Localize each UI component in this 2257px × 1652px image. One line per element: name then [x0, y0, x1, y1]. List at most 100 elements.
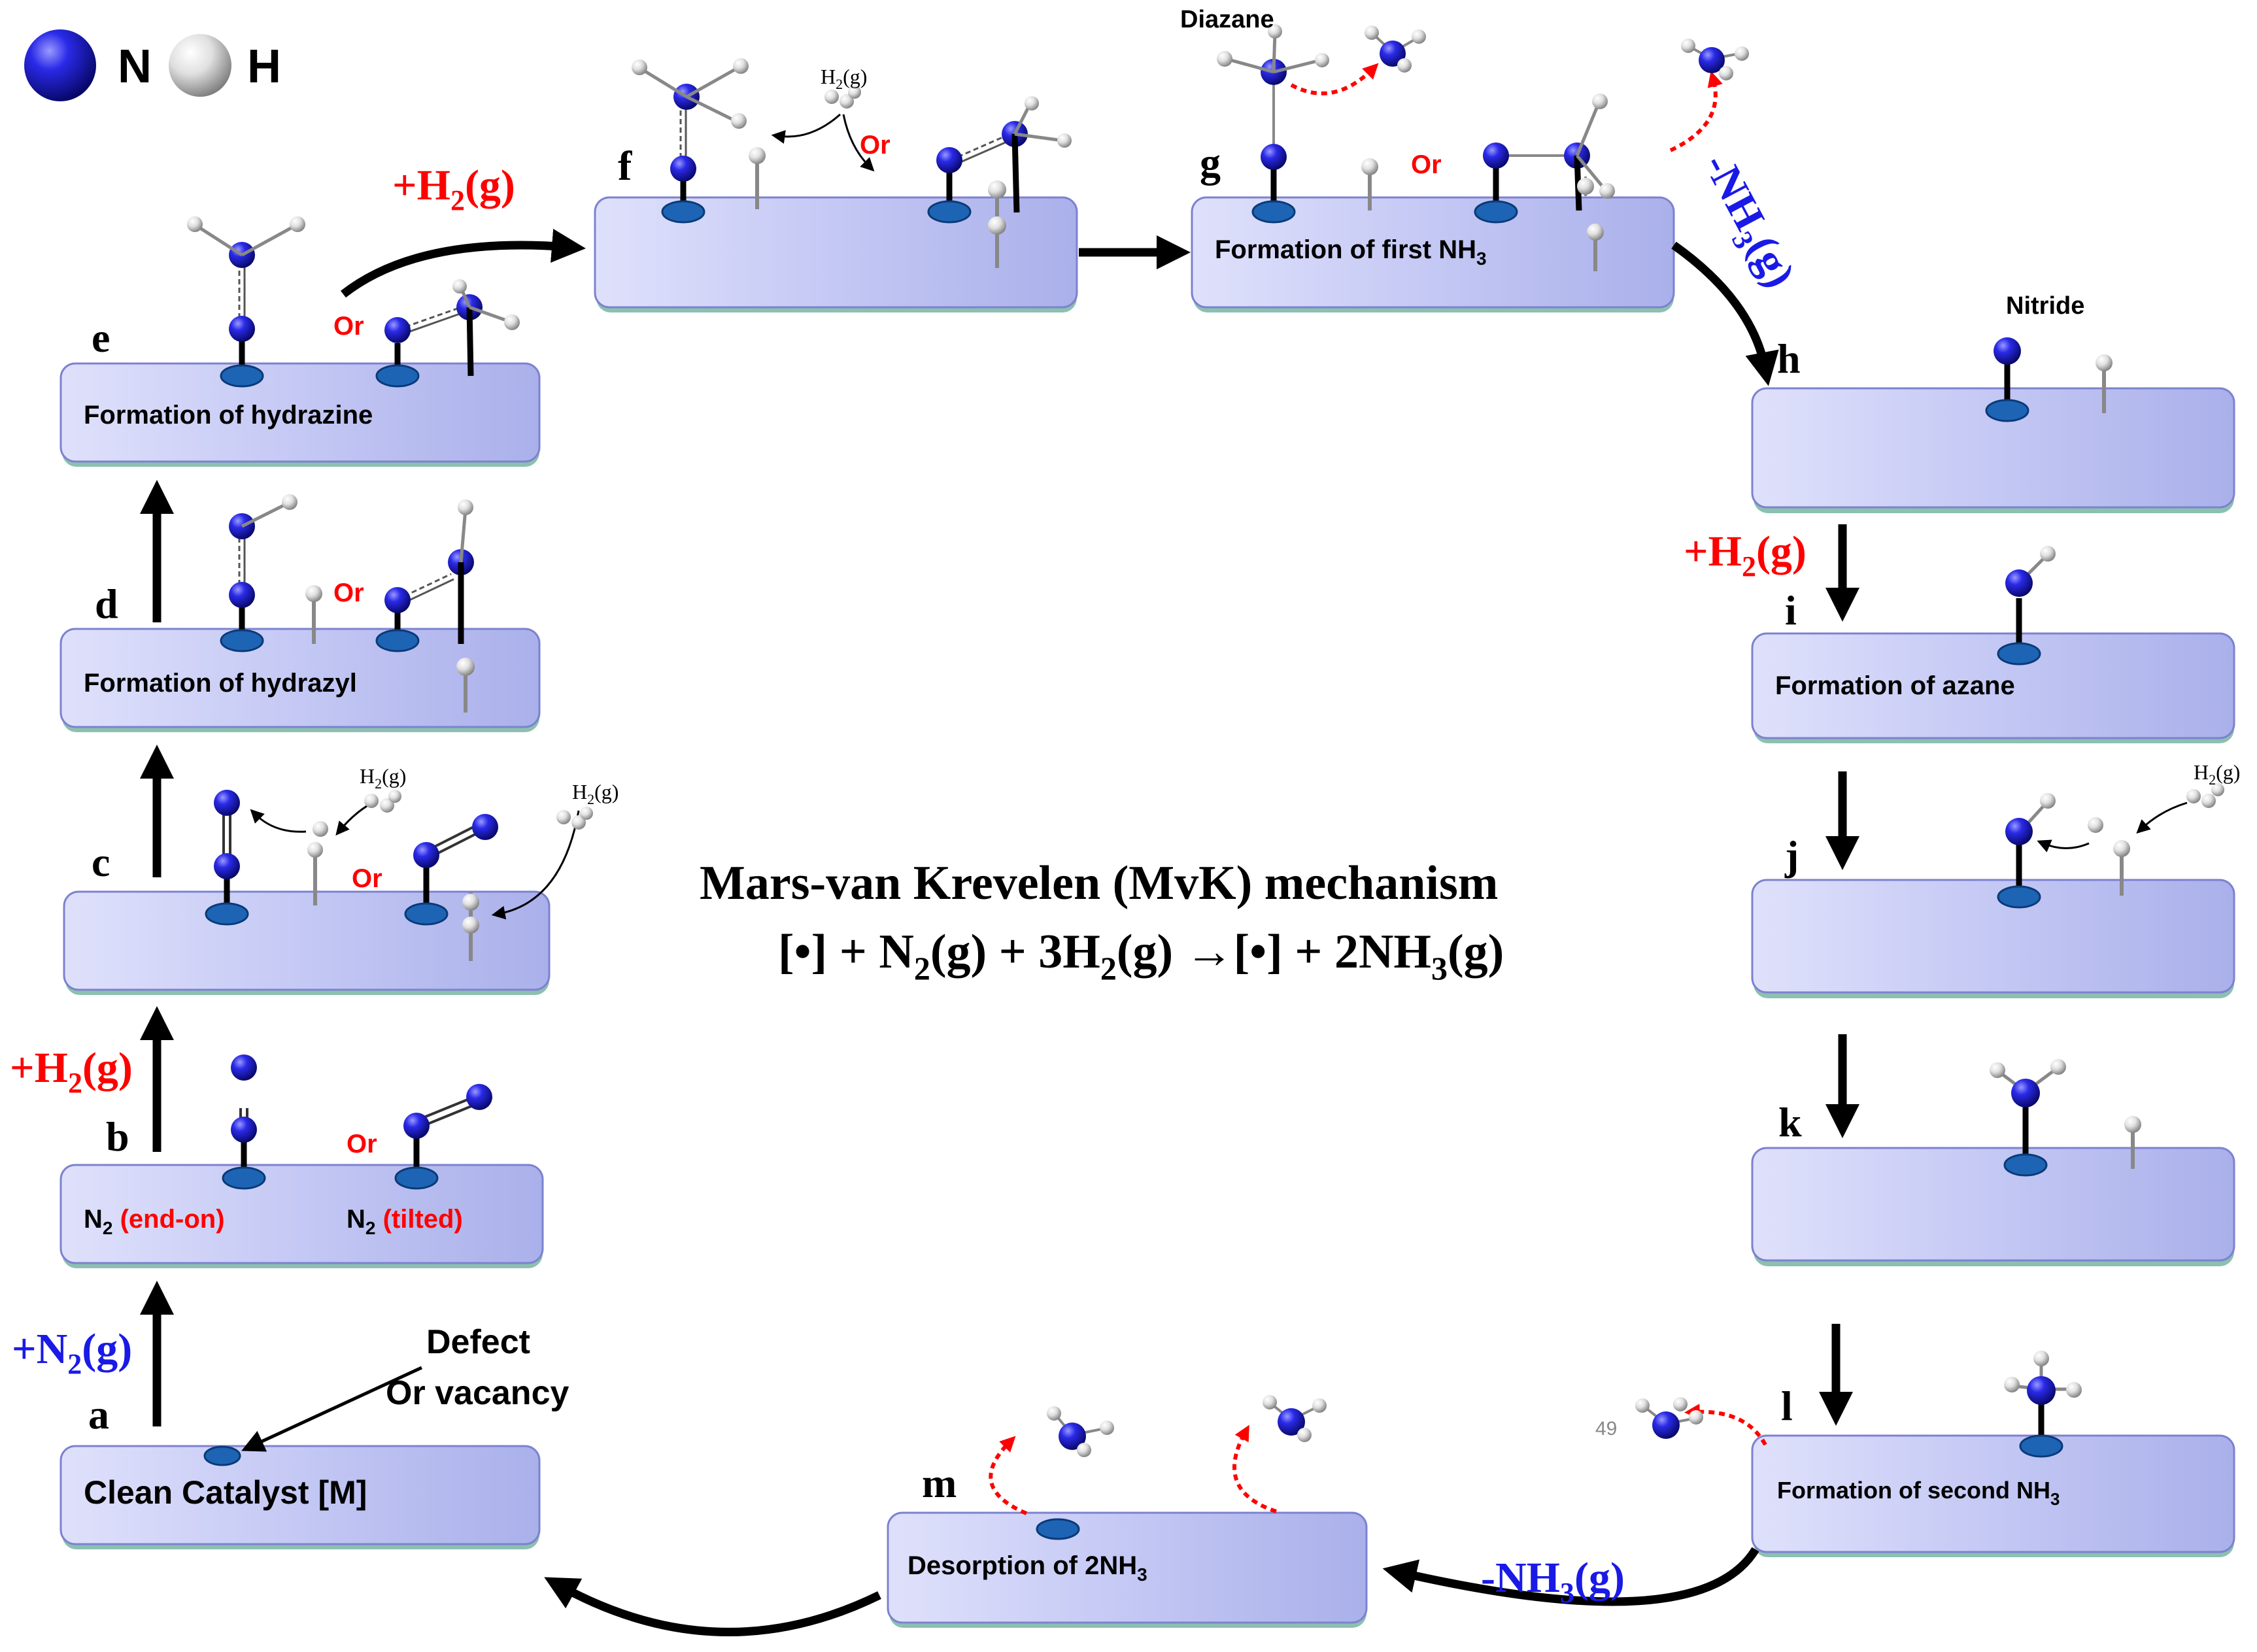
label-m: Desorption of 2NH3: [908, 1551, 1147, 1585]
surface-f: [594, 196, 1078, 312]
nitrogen-atom: [231, 1117, 257, 1143]
arrow-g-to-h: [1671, 241, 1779, 386]
legend-h-label: H: [247, 41, 281, 93]
label-l: Formation of second NH3: [1777, 1477, 2060, 1509]
nitrogen-atom: [2027, 1376, 2056, 1405]
hydrogen-atom: [2050, 1059, 2066, 1075]
hydrogen-atom: [1412, 29, 1426, 44]
or-label-c: Or: [352, 864, 382, 893]
nitrogen-atom: [936, 147, 962, 173]
nitrogen-atom: [384, 317, 411, 343]
step-j: [1997, 783, 2224, 909]
nitrogen-atom: [466, 1084, 492, 1110]
nitrogen-atom: [472, 814, 498, 840]
hydrogen-atom: [452, 279, 467, 294]
letter-e: e: [92, 314, 110, 361]
nitrogen-atom: [2005, 818, 2033, 845]
hydrogen-atom: [840, 94, 854, 109]
label-a: Clean Catalyst [M]: [84, 1474, 367, 1511]
or-label-g: Or: [1411, 150, 1442, 179]
label-b-end-on: N2 (end-on): [84, 1205, 225, 1238]
step-d: [220, 494, 475, 713]
arrow-m-to-a: [544, 1577, 881, 1636]
defect-pointer: [241, 1366, 423, 1452]
defect-label-2: Or vacancy: [386, 1374, 569, 1412]
h2g-labels: H2(g) H2(g) H2(g) H2(g): [360, 65, 2240, 807]
hydrogen-atom: [1587, 224, 1604, 241]
ammonia-desorbing-g: [1669, 39, 1749, 152]
surface-g: [1191, 196, 1675, 312]
letter-i: i: [1785, 587, 1797, 633]
hydrogen-atom: [456, 658, 475, 676]
hydrogen-atom: [2040, 546, 2056, 562]
hydrogen-atom: [2088, 817, 2103, 833]
hydrogen-atom: [1297, 1428, 1312, 1442]
title-line-1: Mars-van Krevelen (MvK) mechanism: [700, 856, 1498, 910]
surface-a: [59, 1445, 541, 1549]
arrow-e-to-f: [340, 229, 586, 298]
hydrogen-atom: [733, 58, 749, 74]
surface-m: [887, 1511, 1368, 1628]
step-i: [1997, 546, 2056, 666]
nitrogen-atom: [214, 853, 240, 879]
nitrogen-atom: [384, 587, 411, 613]
hydrogen-atom: [580, 807, 593, 820]
step-m: [989, 1395, 1327, 1540]
hydrogen-atom: [1735, 46, 1749, 61]
surface-i: [1751, 632, 2235, 743]
hydrogen-atom: [462, 917, 479, 934]
or-label-d: Or: [333, 579, 364, 607]
step-c: [205, 790, 593, 961]
hydrogen-atom: [1635, 1398, 1650, 1413]
hydrogen-atom: [282, 494, 297, 510]
hydrogen-atom: [1365, 25, 1379, 40]
nitrogen-atom: [214, 790, 240, 816]
surface-k: [1751, 1147, 2235, 1266]
h2g-label-c1: H2(g): [360, 764, 406, 792]
hydrogen-atom: [1057, 133, 1072, 148]
step-a: [203, 1366, 423, 1466]
hydrogen-atom: [1217, 51, 1232, 67]
surface-j: [1751, 879, 2235, 998]
arrow-l-to-m: [1382, 1547, 1759, 1606]
legend: N H: [24, 29, 281, 101]
nitrogen-atom: [2005, 569, 2033, 597]
h2g-label-c2: H2(g): [572, 780, 619, 807]
transition-e-f: +H2(g): [392, 161, 515, 216]
hydrogen-atom: [2186, 789, 2201, 803]
hydrogen-atom: [458, 499, 473, 515]
hydrogen-atom: [1689, 1410, 1703, 1424]
step-k: [1990, 1059, 2141, 1177]
letter-k: k: [1778, 1099, 1802, 1145]
transition-l-m: -NH3(g): [1481, 1554, 1625, 1609]
nitrogen-atom: [1994, 337, 2021, 365]
nitrogen-atom: [1652, 1411, 1680, 1439]
hydrogen-atom: [2211, 783, 2224, 796]
h2g-label-f: H2(g): [821, 65, 867, 92]
hydrogen-atom: [1681, 39, 1695, 53]
diazane-label: Diazane: [1180, 6, 1274, 33]
hydrogen-atom: [1100, 1421, 1114, 1435]
or-label-e: Or: [333, 312, 364, 341]
nitrogen-atom: [670, 156, 696, 182]
nitrogen-atom: [2011, 1079, 2040, 1107]
page-number: 49: [1595, 1418, 1617, 1440]
hydrogen-atom: [1077, 1443, 1091, 1457]
nitrogen-atom: [1483, 143, 1509, 169]
hydrogen-atom: [632, 59, 647, 75]
surface-e: [59, 362, 541, 467]
ammonia-molecule: [1263, 1395, 1327, 1442]
hydrogen-atom: [1025, 96, 1039, 110]
step-h: [1985, 337, 2113, 422]
letter-h: h: [1777, 335, 1801, 382]
hydrogen-atom: [1361, 158, 1378, 175]
label-g: Formation of first NH3: [1215, 235, 1487, 269]
hydrogen-atom: [290, 216, 305, 232]
mechanism-title: Mars-van Krevelen (MvK) mechanism [•] + …: [700, 856, 1504, 986]
hydrogen-atom: [1592, 93, 1608, 109]
hydrogen-atom: [2096, 354, 2113, 371]
hydrogen-atom: [2066, 1382, 2082, 1398]
hydrogen-atom: [824, 90, 839, 104]
